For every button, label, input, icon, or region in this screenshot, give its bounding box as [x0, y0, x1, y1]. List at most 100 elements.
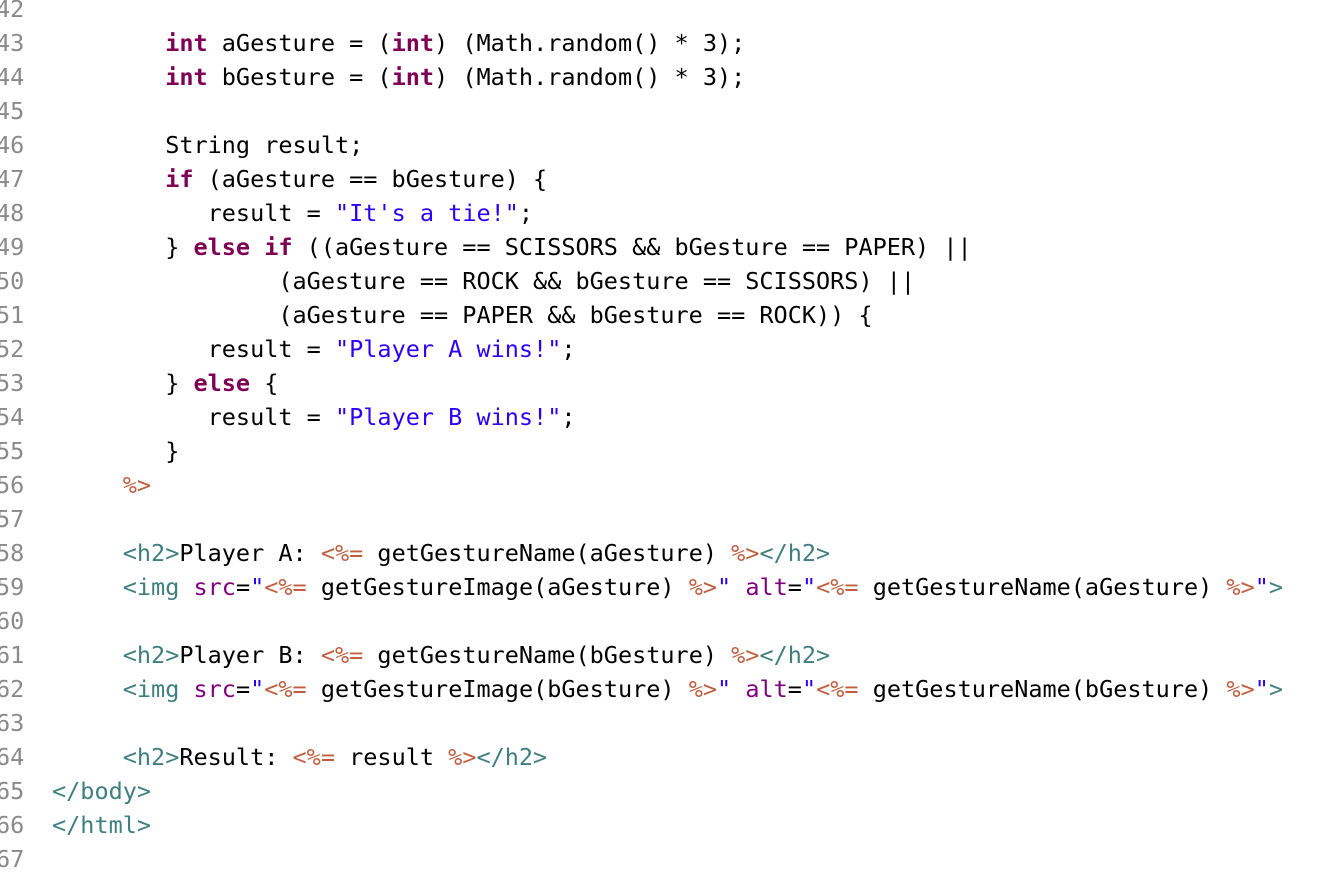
code-line[interactable]: 43 int aGesture = (int) (Math.random() *…	[0, 26, 1322, 60]
code-line[interactable]: 66</html>	[0, 808, 1322, 842]
token-attrval: "	[1254, 573, 1269, 601]
token-tag: <h2>	[122, 641, 180, 669]
token-tag: <img	[122, 675, 180, 703]
token-attrval: "	[801, 573, 817, 601]
code-line[interactable]: 47 if (aGesture == bGesture) {	[0, 162, 1322, 196]
code-text: } else if ((aGesture == SCISSORS && bGes…	[52, 230, 972, 264]
line-number: 51	[0, 301, 25, 329]
line-number: 59	[0, 573, 25, 601]
token-plain: result =	[207, 403, 335, 431]
indent	[52, 403, 208, 431]
token-tag: </h2>	[759, 641, 831, 669]
token-plain: }	[165, 233, 194, 261]
token-plain	[250, 233, 264, 261]
token-tag: </body>	[52, 777, 152, 805]
code-line[interactable]: 62 <img src="<%= getGestureImage(bGestur…	[0, 672, 1322, 706]
line-number: 44	[0, 63, 25, 91]
token-plain: getGestureName(aGesture)	[858, 573, 1227, 601]
code-line[interactable]: 63	[0, 706, 1322, 740]
code-line[interactable]: 48 result = "It's a tie!";	[0, 196, 1322, 230]
line-number: 65	[0, 777, 25, 805]
code-line[interactable]: 42	[0, 0, 1322, 26]
token-attrval: "	[1254, 675, 1269, 703]
token-plain: aGesture = (	[207, 29, 392, 57]
token-plain: Result:	[179, 743, 293, 771]
code-line[interactable]: 51 (aGesture == PAPER && bGesture == ROC…	[0, 298, 1322, 332]
indent	[52, 63, 165, 91]
token-plain: Player B:	[179, 641, 321, 669]
code-text: (aGesture == PAPER && bGesture == ROCK))…	[52, 298, 872, 332]
token-plain: Player A:	[179, 539, 321, 567]
token-attrval: "	[250, 675, 265, 703]
code-line[interactable]: 65 </body>	[0, 774, 1322, 808]
indent	[52, 675, 123, 703]
token-attr: src	[193, 675, 236, 703]
code-line[interactable]: 54 result = "Player B wins!";	[0, 400, 1322, 434]
indent	[52, 743, 123, 771]
code-text: </body>	[52, 774, 151, 808]
token-kw: int	[165, 29, 208, 57]
code-text: int bGesture = (int) (Math.random() * 3)…	[52, 60, 745, 94]
code-line[interactable]: 50 (aGesture == ROCK && bGesture == SCIS…	[0, 264, 1322, 298]
token-str: "Player B wins!"	[334, 403, 562, 431]
code-line[interactable]: 53 } else {	[0, 366, 1322, 400]
token-plain: =	[235, 573, 251, 601]
token-str: "It's a tie!"	[334, 199, 519, 227]
token-attr: src	[193, 573, 236, 601]
token-plain: (aGesture == bGesture) {	[193, 165, 548, 193]
token-tag: >	[1268, 675, 1284, 703]
token-plain	[179, 675, 193, 703]
code-line[interactable]: 60	[0, 604, 1322, 638]
token-jsp: %>	[1226, 573, 1255, 601]
indent	[52, 233, 165, 261]
code-line[interactable]: 57	[0, 502, 1322, 536]
line-number: 67	[0, 845, 25, 873]
code-line[interactable]: 52 result = "Player A wins!";	[0, 332, 1322, 366]
indent	[52, 369, 165, 397]
token-attrval: "	[717, 675, 732, 703]
indent	[52, 199, 208, 227]
line-number: 58	[0, 539, 25, 567]
token-jsp: %>	[448, 743, 477, 771]
token-plain: ((aGesture == SCISSORS && bGesture == PA…	[292, 233, 972, 261]
code-line[interactable]: 45	[0, 94, 1322, 128]
token-jsp: %>	[688, 675, 718, 703]
code-text: result = "Player A wins!";	[52, 332, 576, 366]
token-kw: if	[165, 165, 194, 193]
line-number: 57	[0, 505, 25, 533]
token-kw: else	[193, 369, 251, 397]
token-jsp: <%=	[320, 641, 364, 669]
token-plain: ;	[561, 335, 576, 363]
line-number: 64	[0, 743, 25, 771]
indent	[52, 641, 123, 669]
line-number: 50	[0, 267, 25, 295]
code-text: }	[52, 434, 179, 468]
indent	[52, 573, 123, 601]
token-tag: </h2>	[476, 743, 548, 771]
code-line[interactable]: 56 %>	[0, 468, 1322, 502]
line-number: 63	[0, 709, 25, 737]
token-plain: {	[250, 369, 279, 397]
code-line[interactable]: 55 }	[0, 434, 1322, 468]
token-plain: ) (Math.random() * 3);	[434, 63, 746, 91]
code-line[interactable]: 46 String result;	[0, 128, 1322, 162]
code-line[interactable]: 58 <h2>Player A: <%= getGestureName(aGes…	[0, 536, 1322, 570]
code-line[interactable]: 67	[0, 842, 1322, 876]
code-line[interactable]: 49 } else if ((aGesture == SCISSORS && b…	[0, 230, 1322, 264]
line-number: 48	[0, 199, 25, 227]
token-kw: int	[165, 63, 208, 91]
token-tag: </html>	[52, 811, 152, 839]
indent	[52, 437, 165, 465]
code-line[interactable]: 61 <h2>Player B: <%= getGestureName(bGes…	[0, 638, 1322, 672]
token-attrval: "	[717, 573, 732, 601]
line-number: 62	[0, 675, 25, 703]
code-line[interactable]: 44 int bGesture = (int) (Math.random() *…	[0, 60, 1322, 94]
code-text: } else {	[52, 366, 278, 400]
indent	[52, 267, 278, 295]
token-jsp: <%=	[816, 573, 859, 601]
code-line[interactable]: 59 <img src="<%= getGestureImage(aGestur…	[0, 570, 1322, 604]
token-plain: =	[787, 573, 802, 601]
code-line[interactable]: 64 <h2>Result: <%= result %></h2>	[0, 740, 1322, 774]
token-plain: ) (Math.random() * 3);	[434, 29, 746, 57]
